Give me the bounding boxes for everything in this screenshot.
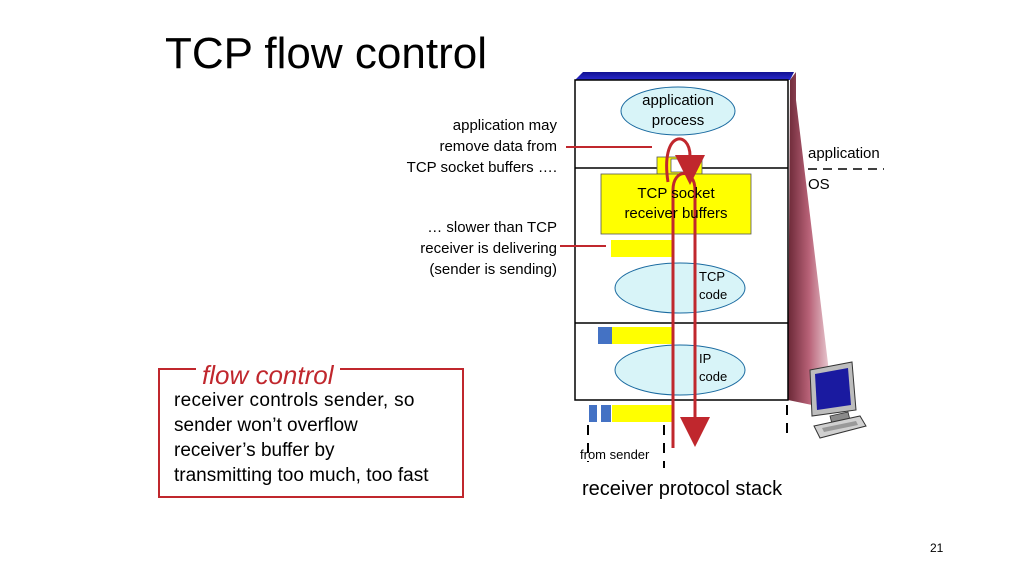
label-line: application bbox=[642, 92, 714, 109]
label-line: code bbox=[699, 287, 728, 302]
ip-packet-header bbox=[598, 327, 612, 344]
description-line: receiver controls sender, so bbox=[174, 390, 415, 411]
tcp-buffer-bar bbox=[611, 240, 673, 257]
os-layer-label: OS bbox=[808, 176, 830, 193]
page-number: 21 bbox=[930, 541, 944, 555]
annotation-line: TCP socket buffers …. bbox=[406, 159, 557, 176]
label-line: receiver buffers bbox=[624, 205, 728, 222]
application-process-label: application process bbox=[630, 91, 726, 131]
incoming-packet-header-2 bbox=[601, 405, 611, 422]
label-line: process bbox=[651, 112, 705, 129]
description-line: transmitting too much, too fast bbox=[174, 465, 429, 486]
label-line: code bbox=[699, 369, 728, 384]
app-read-loop-arrow bbox=[665, 137, 705, 185]
annotation-line: remove data from bbox=[439, 138, 557, 155]
description-line: receiver’s buffer by bbox=[174, 440, 335, 461]
tcp-code-oval bbox=[614, 262, 746, 314]
stack-side-face bbox=[788, 72, 830, 405]
annotation-line: (sender is sending) bbox=[429, 261, 557, 278]
stack-top-face bbox=[575, 72, 794, 80]
description-line: sender won’t overflow bbox=[174, 415, 358, 436]
application-process-oval bbox=[620, 86, 736, 136]
from-sender-label: from sender bbox=[580, 447, 650, 462]
stack-caption: receiver protocol stack bbox=[582, 478, 783, 500]
computer-icon bbox=[809, 361, 867, 439]
annotation-line: application may bbox=[452, 117, 557, 134]
annotation-line: … slower than TCP bbox=[427, 219, 557, 236]
annotation-remove-data: application may remove data from TCP soc… bbox=[407, 115, 557, 178]
annotation-slower: … slower than TCP receiver is delivering… bbox=[420, 217, 557, 280]
label-line: TCP bbox=[699, 269, 725, 284]
incoming-packet-body bbox=[612, 405, 674, 422]
incoming-packet-header-1 bbox=[589, 405, 597, 422]
annotation-line: receiver is delivering bbox=[420, 240, 557, 257]
flow-control-description: receiver controls sender, so sender won’… bbox=[174, 388, 429, 488]
socket-small-buffer-slot bbox=[670, 158, 687, 173]
flow-control-title: flow control bbox=[196, 359, 340, 391]
ip-code-label: IP code bbox=[699, 350, 727, 386]
label-line: IP bbox=[699, 351, 712, 366]
tcp-code-label: TCP code bbox=[699, 268, 727, 304]
label-line: TCP socket bbox=[637, 185, 715, 202]
ip-packet-body bbox=[612, 327, 674, 344]
ip-code-oval bbox=[614, 344, 746, 396]
tcp-socket-buffers-label: TCP socket receiver buffers bbox=[601, 184, 751, 224]
application-layer-label: application bbox=[808, 145, 880, 162]
slide-title: TCP flow control bbox=[165, 29, 487, 78]
